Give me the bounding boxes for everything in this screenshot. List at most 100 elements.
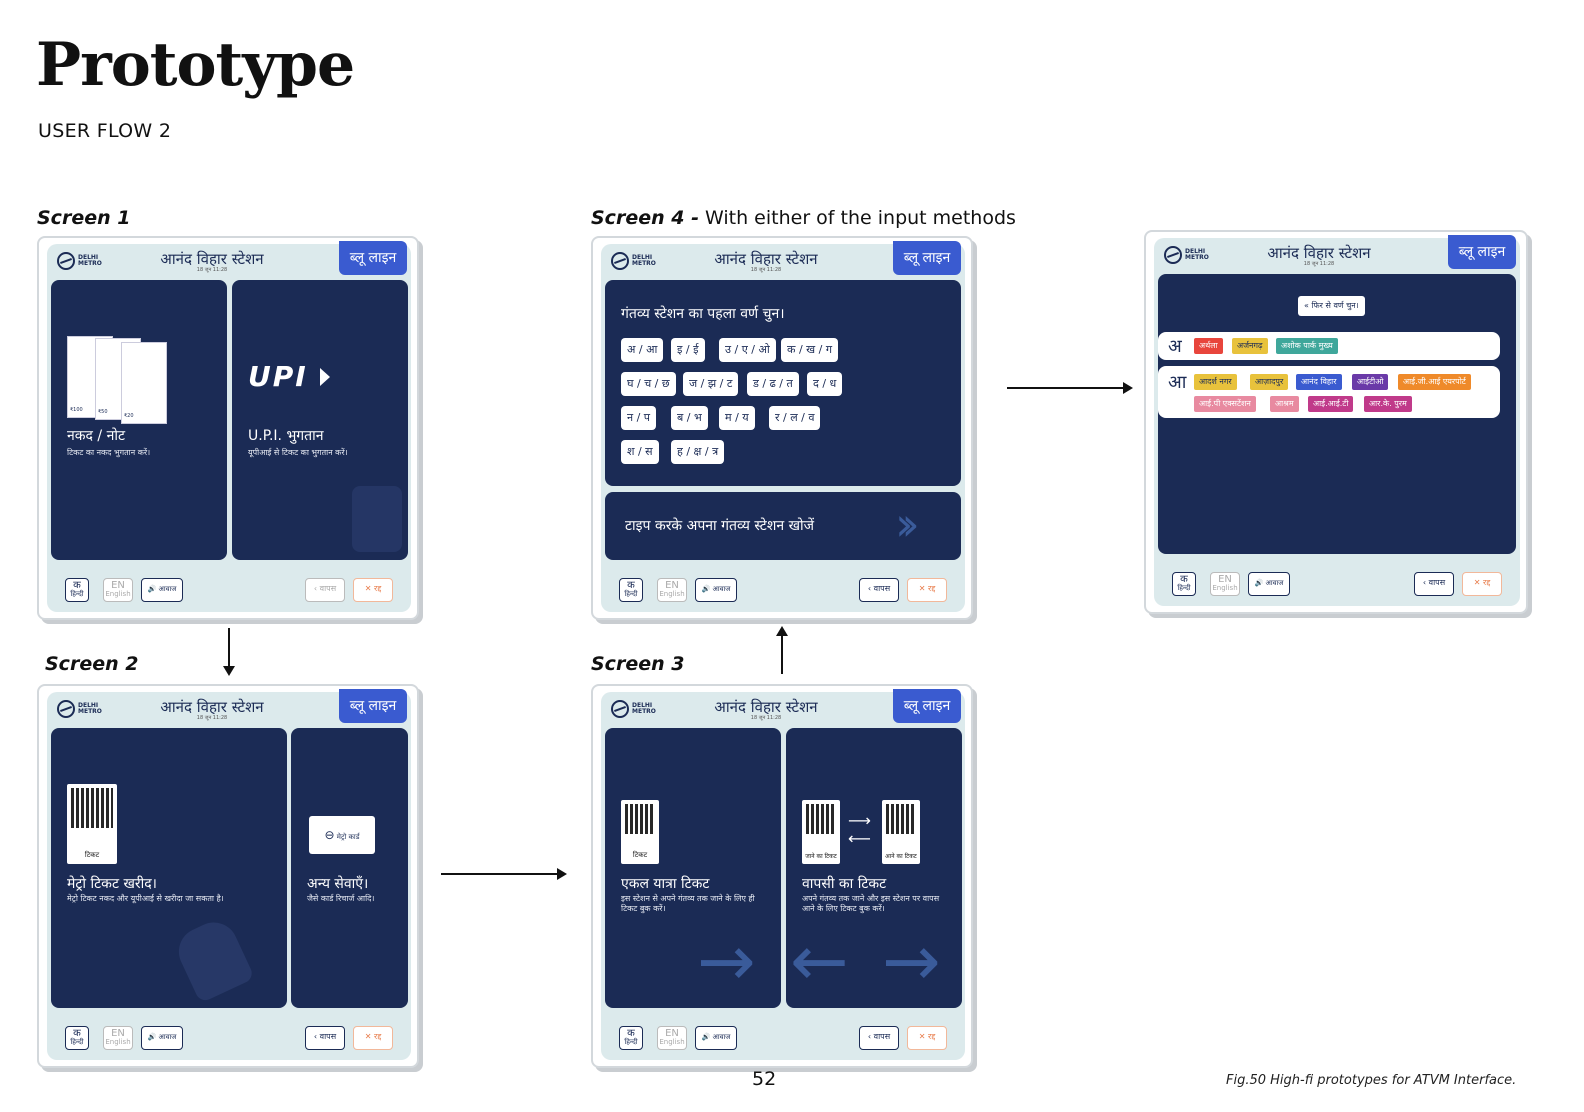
station-chip[interactable]: अशोक पार्क मुख्य [1276,338,1338,354]
station-chip[interactable]: आर.के. पुरम [1364,396,1412,412]
upi-title: U.P.I. भुगतान [248,428,324,444]
back-button[interactable]: ‹ वापस [305,578,345,602]
back-button[interactable]: ‹ वापस [1414,572,1454,596]
return-ticket-card[interactable]: जाने का टिकट ⟶⟵ आने का टिकट वापसी का टिक… [786,728,962,1008]
return-ticket-qr-icon: आने का टिकट [882,800,920,864]
station-chip[interactable]: अर्थला [1194,338,1223,354]
sound-button[interactable]: 🔊 आवाज [1248,572,1290,596]
cancel-button[interactable]: ✕ रद्द [353,578,393,602]
upi-payment-card[interactable]: UPI U.P.I. भुगतान यूपीआई से टिकट का भुगत… [232,280,408,560]
key-ba-bha[interactable]: ब / भ [671,406,708,430]
station-name: आनंद विहार स्टेशन [160,698,264,716]
cancel-button[interactable]: ✕ रद्द [353,1026,393,1050]
arrow-right-icon: → [697,920,756,1002]
back-button[interactable]: ‹ वापस [859,1026,899,1050]
metro-ticket-card[interactable]: टिकट मेट्रो टिकट खरीद। मेट्रो टिकट नकद औ… [51,728,287,1008]
key-ra-la-va[interactable]: र / ल / व [769,406,821,430]
arrow-right-icon: → [882,920,941,1002]
sound-button[interactable]: 🔊 आवाज [695,578,737,602]
screen-4-label-main: Screen 4 - [591,207,699,229]
station-chip[interactable]: आई.आई.टी [1308,396,1354,412]
single-ticket-qr-icon: टिकट [621,800,659,864]
key-i-ii[interactable]: इ / ई [671,338,705,362]
back-button[interactable]: ‹ वापस [859,578,899,602]
key-na-pa[interactable]: न / प [621,406,657,430]
page-title: Prototype [36,30,355,100]
return-ticket-title: वापसी का टिकट [802,876,887,892]
key-da-dha[interactable]: द / ध [807,372,843,396]
sound-button[interactable]: 🔊 आवाज [141,1026,183,1050]
key-sha-sa[interactable]: श / स [621,440,659,464]
back-button[interactable]: ‹ वापस [305,1026,345,1050]
cash-desc: टिकट का नकद भुगतान करें। [67,448,151,457]
date-time: 18 जून 11:28 [750,715,782,721]
phone-illustration [352,486,402,552]
key-da-dha-ta[interactable]: ड / ढ / त [747,372,799,396]
line-tag: ब्लू लाइन [339,241,407,275]
arrow-left-icon: ← [790,920,849,1002]
cancel-button[interactable]: ✕ रद्द [907,1026,947,1050]
line-tag: ब्लू लाइन [893,689,961,723]
station-chip[interactable]: आश्रम [1270,396,1299,412]
letter-picker-card: गंतव्य स्टेशन का पहला वर्ण चुन। अ / आ इ … [605,280,961,486]
cancel-button[interactable]: ✕ रद्द [1462,572,1502,596]
key-ka-kha-ga[interactable]: क / ख / ग [781,338,839,362]
metro-logo-icon [57,700,75,718]
single-journey-desc: इस स्टेशन से अपने गंतव्य तक जाने के लिए … [621,894,755,913]
key-gha-cha-chha[interactable]: घ / च / छ [621,372,676,396]
station-chip[interactable]: आदर्श नगर [1194,374,1237,390]
other-services-card[interactable]: ⊖ मेट्रो कार्ड अन्य सेवाएँ। जैसे कार्ड र… [291,728,408,1008]
station-chip[interactable]: अर्जनगढ़ [1232,338,1268,354]
key-a-aa[interactable]: अ / आ [621,338,664,362]
reselect-letter-button[interactable]: « फिर से वर्ण चुन। [1298,296,1365,316]
key-u-e-o[interactable]: उ / ए / ओ [719,338,776,362]
single-journey-card[interactable]: टिकट एकल यात्रा टिकट इस स्टेशन से अपने ग… [605,728,781,1008]
station-chip[interactable]: आज़ादपुर [1250,374,1289,390]
letter-picker-prompt: गंतव्य स्टेशन का पहला वर्ण चुन। [621,306,785,322]
sound-button[interactable]: 🔊 आवाज [141,578,183,602]
station-chip[interactable]: आईटीओ [1352,374,1389,390]
type-search-button[interactable]: टाइप करके अपना गंतव्य स्टेशन खोजें ›› [605,492,961,560]
key-ja-jha-ta[interactable]: ज / झ / ट [683,372,739,396]
other-services-title: अन्य सेवाएँ। [307,876,369,892]
key-ha-ksha-tra[interactable]: ह / क्ष / त्र [671,440,725,464]
station-chip[interactable]: आनंद विहार [1296,374,1342,390]
station-chip[interactable]: आई.पी एक्सटेंशन [1194,396,1256,412]
station-name: आनंद विहार स्टेशन [1267,244,1371,262]
row-a: अ अर्थला अर्जनगढ़ अशोक पार्क मुख्य [1158,332,1500,360]
metro-ticket-title: मेट्रो टिकट खरीद। [67,876,157,892]
return-ticket-desc: अपने गंतव्य तक जाने और इस स्टेशन पर वापस… [802,894,940,913]
row-aa: आ आदर्श नगर आज़ादपुर आनंद विहार आईटीओ आई… [1158,366,1500,418]
line-tag: ब्लू लाइन [339,689,407,723]
date-time: 18 जून 11:28 [196,267,228,273]
note-20: ₹20 [121,342,167,424]
sound-button[interactable]: 🔊 आवाज [695,1026,737,1050]
station-chip[interactable]: आई.जी.आई एयरपोर्ट [1398,374,1471,390]
cancel-button[interactable]: ✕ रद्द [907,578,947,602]
cash-payment-card[interactable]: ₹100 ₹50 ₹20 नकद / नोट टिकट का नकद भुगता… [51,280,227,560]
metro-ticket-desc: मेट्रो टिकट नकद और यूपीआई से खरीदा जा सक… [67,894,224,903]
ticket-qr-icon: टिकट [67,784,117,864]
key-ma-ya[interactable]: म / य [719,406,755,430]
